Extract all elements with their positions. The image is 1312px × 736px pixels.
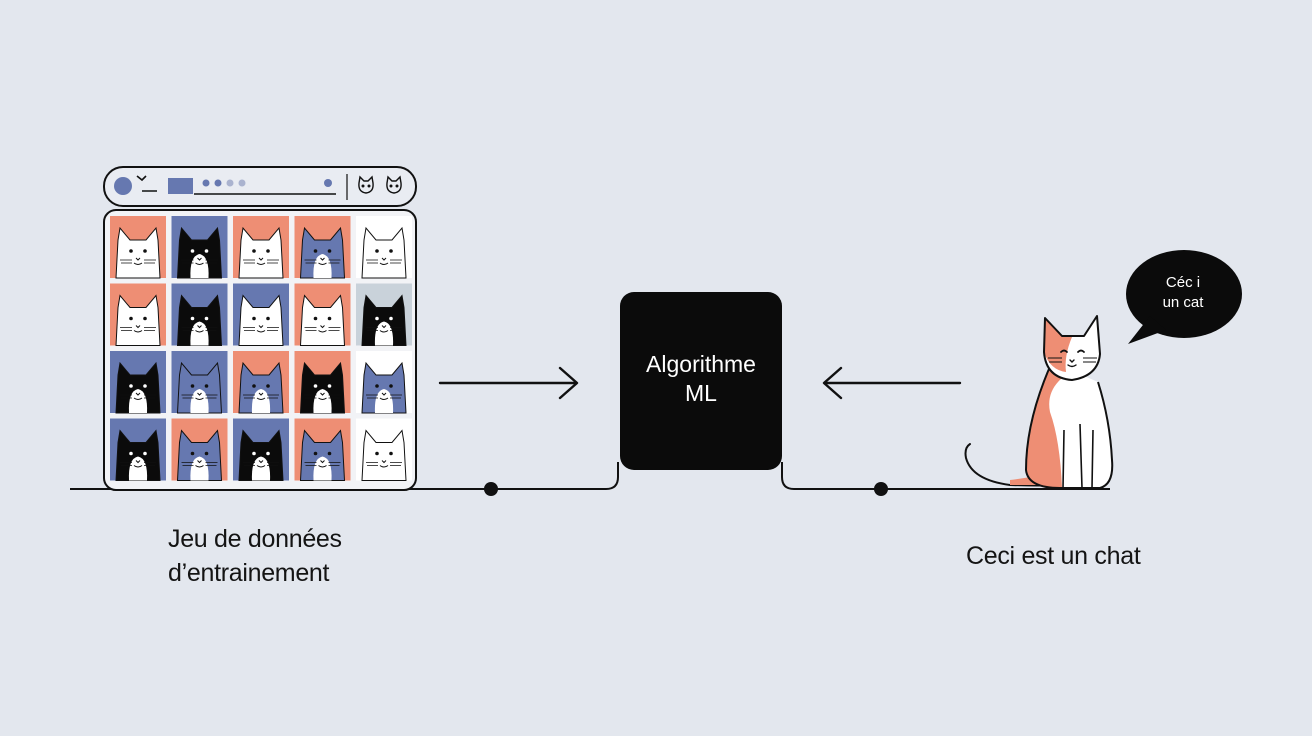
cat-thumbnail xyxy=(233,418,289,481)
algorithm-label-line2: ML xyxy=(685,380,717,406)
cat-thumbnail xyxy=(110,418,166,481)
cat-thumbnail xyxy=(110,351,166,414)
speech-bubble-line1: Céc i xyxy=(1165,274,1201,291)
dataset-label: Jeu de données d’entrainement xyxy=(168,522,428,590)
cat-image-grid xyxy=(110,216,412,481)
cat-thumbnail xyxy=(294,216,351,279)
toolbar-dot-icon xyxy=(226,179,234,187)
cat-thumbnail xyxy=(171,418,228,481)
cat-thumbnail xyxy=(110,283,166,346)
cat-thumbnail xyxy=(171,351,228,414)
cat-thumbnail xyxy=(356,351,412,414)
toolbar-dot-icon xyxy=(202,179,210,187)
cat-thumbnail xyxy=(294,351,351,414)
toolbar-slider-knob xyxy=(324,179,332,187)
cat-thumbnail xyxy=(294,283,351,346)
toolbar-dot-icon xyxy=(238,179,246,187)
connector-node-left xyxy=(484,482,498,496)
cat-thumbnail xyxy=(294,418,351,481)
toolbar-cat-icon xyxy=(386,175,402,194)
arrow-left xyxy=(822,366,962,400)
toolbar-square-icon xyxy=(168,178,193,194)
algorithm-label: Algorithme ML xyxy=(620,350,782,408)
dataset-label-line1: Jeu de données xyxy=(168,525,342,553)
sitting-cat-illustration xyxy=(964,315,1114,489)
cat-thumbnail xyxy=(356,283,412,346)
cat-thumbnail xyxy=(356,216,412,279)
cat-thumbnail xyxy=(356,418,412,481)
dataset-label-line2: d’entrainement xyxy=(168,559,330,587)
algorithm-label-line1: Algorithme xyxy=(646,351,756,377)
toolbar-circle-icon xyxy=(114,177,132,195)
result-label: Ceci est un chat xyxy=(966,542,1141,570)
speech-bubble-text: Céc i un cat xyxy=(1140,273,1226,313)
connector-node-right xyxy=(874,482,888,496)
dataset-window xyxy=(103,166,417,491)
speech-bubble-line2: un cat xyxy=(1162,294,1204,311)
cat-thumbnail xyxy=(171,283,228,346)
algorithm-box xyxy=(620,292,782,470)
window-toolbar xyxy=(103,166,417,207)
connector-line xyxy=(70,462,1110,490)
cat-thumbnail xyxy=(233,216,289,279)
cat-thumbnail xyxy=(171,216,228,279)
toolbar-cursor-icon xyxy=(136,175,157,192)
toolbar-dot-icon xyxy=(214,179,222,187)
grid-panel-border xyxy=(103,209,417,491)
cat-thumbnail xyxy=(233,351,289,414)
speech-bubble xyxy=(1126,250,1242,344)
cat-thumbnail xyxy=(233,283,289,346)
arrow-right xyxy=(438,366,579,400)
toolbar-cat-icon xyxy=(358,175,374,194)
cat-thumbnail xyxy=(110,216,166,279)
